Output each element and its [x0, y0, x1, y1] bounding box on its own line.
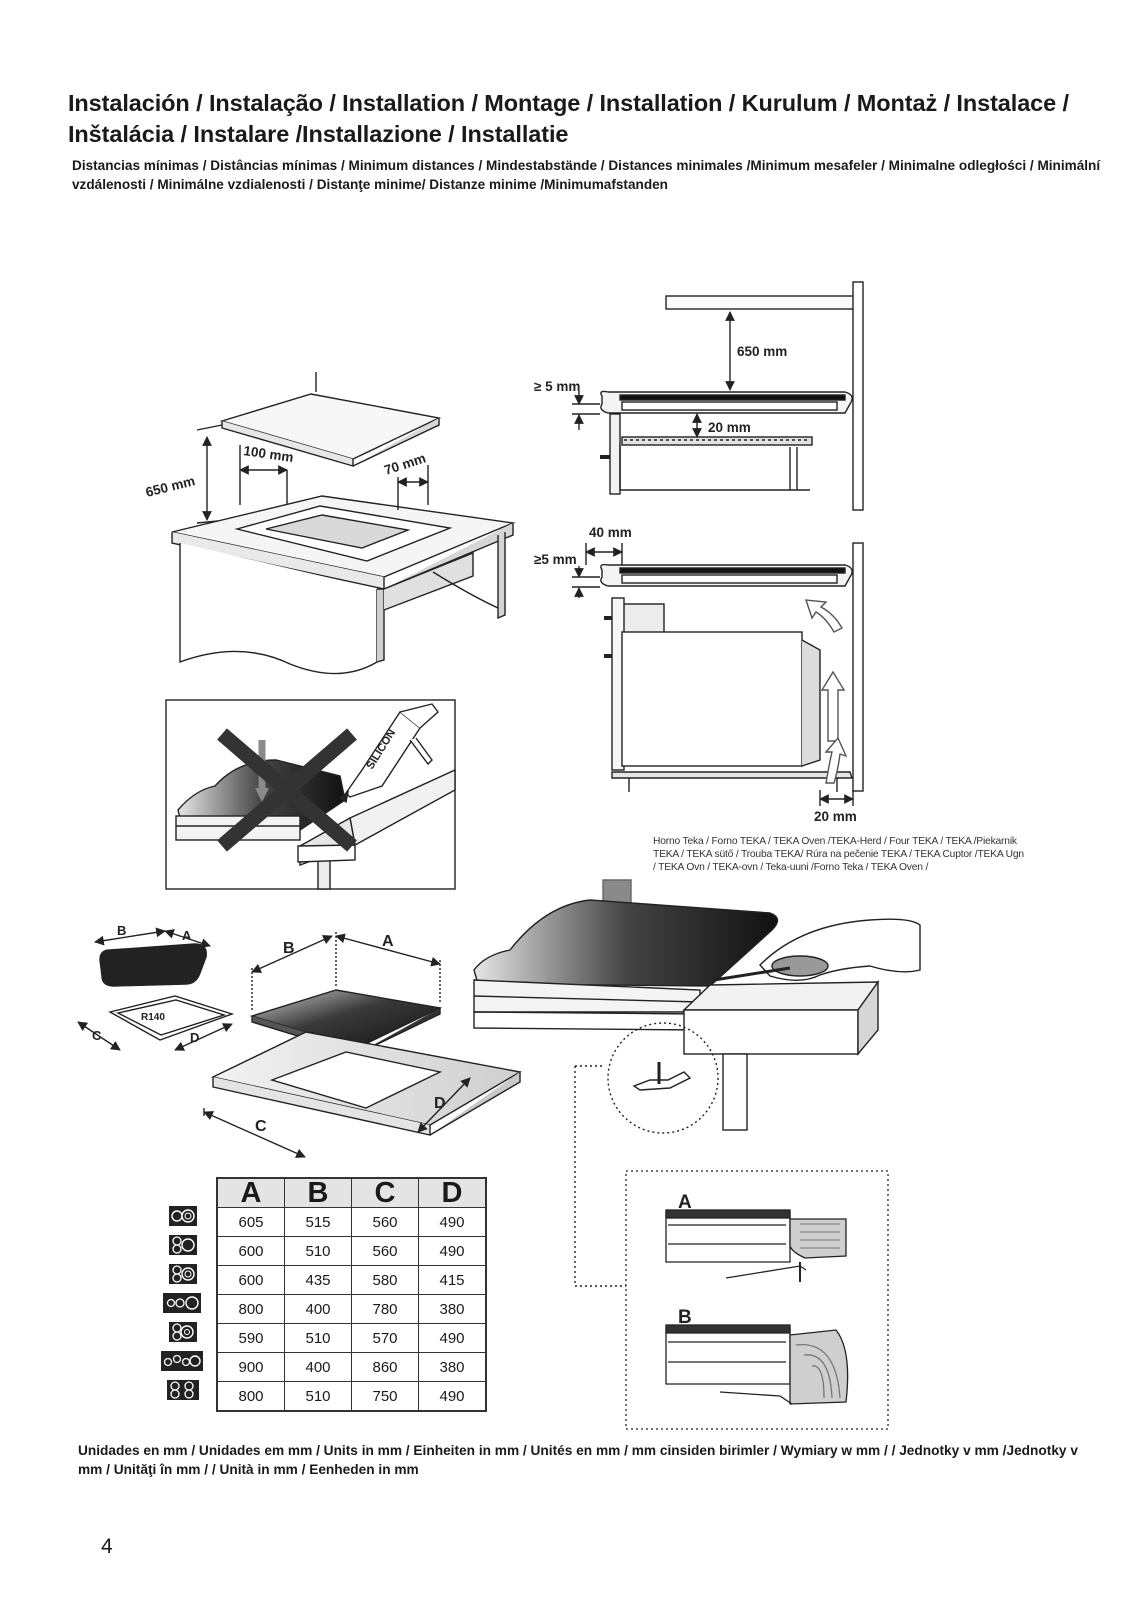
two-zone-hob-icon-alt — [169, 1235, 197, 1255]
cell-b: 510 — [284, 1381, 352, 1412]
header-a: A — [216, 1177, 285, 1208]
page-subtitle: Distancias mínimas / Distâncias mínimas … — [72, 158, 1101, 192]
small-dim-a: A — [182, 928, 192, 943]
cutout-70-label: 70 mm — [382, 450, 427, 477]
header-d: D — [418, 1177, 487, 1208]
cell-a: 800 — [216, 1381, 285, 1412]
hood-650-label: 650 mm — [737, 344, 787, 359]
cell-d: 490 — [418, 1381, 487, 1412]
three-zone-wide-hob-icon — [163, 1293, 201, 1313]
small-dim-c: C — [92, 1028, 102, 1043]
page-title: Instalación / Instalação / Installation … — [68, 90, 1069, 147]
gap-40-label: 40 mm — [589, 525, 632, 540]
cell-b: 435 — [284, 1265, 352, 1295]
dim-b-label: B — [283, 940, 295, 957]
dim-c-label: C — [255, 1118, 267, 1135]
cell-d: 380 — [418, 1294, 487, 1324]
header-b: B — [284, 1177, 352, 1208]
two-zone-hob-icon — [169, 1206, 197, 1226]
oven-ventilation-diagram — [572, 542, 864, 806]
detail-a-label: A — [678, 1192, 692, 1213]
four-zone-hob-icon — [167, 1380, 199, 1400]
fixing-detail-box — [625, 1170, 889, 1430]
table-header-row: A B C D — [216, 1177, 487, 1208]
cell-b: 510 — [284, 1236, 352, 1266]
three-zone-hob-icon — [169, 1264, 197, 1284]
gap-5-top-label: ≥ 5 mm — [534, 379, 580, 394]
cell-c: 860 — [351, 1352, 419, 1382]
units-note: Unidades en mm / Unidades em mm / Units … — [78, 1443, 1078, 1477]
cell-c: 570 — [351, 1323, 419, 1353]
cutout-100-label: 100 mm — [243, 443, 295, 465]
small-dim-b: B — [117, 923, 126, 938]
cell-c: 580 — [351, 1265, 419, 1295]
table-row: 590 510 570 490 — [216, 1323, 487, 1353]
table-row: 900 400 860 380 — [216, 1352, 487, 1382]
dim-a-label: A — [382, 933, 394, 950]
detail-b-label: B — [678, 1307, 692, 1328]
dimension-table: A B C D 605 515 560 490 600 510 560 490 … — [216, 1177, 487, 1412]
small-dim-d: D — [190, 1030, 199, 1045]
cell-a: 605 — [216, 1207, 285, 1237]
cell-b: 515 — [284, 1207, 352, 1237]
hood-clearance-diagram — [572, 281, 864, 511]
hob-cutout-diagram — [77, 927, 522, 1158]
table-row: 600 510 560 490 — [216, 1236, 487, 1266]
table-row: 605 515 560 490 — [216, 1207, 487, 1237]
no-silicone-diagram — [165, 699, 456, 890]
cell-c: 750 — [351, 1381, 419, 1412]
hob-fixing-diagram — [473, 879, 921, 1287]
cutout-distance-diagram — [171, 372, 516, 675]
cell-a: 600 — [216, 1265, 285, 1295]
radius-label: R140 — [141, 1012, 165, 1023]
four-zone-wide-hob-icon — [161, 1351, 203, 1371]
cell-b: 400 — [284, 1352, 352, 1382]
cell-d: 490 — [418, 1207, 487, 1237]
gap-5-bottom-label: ≥5 mm — [534, 552, 577, 567]
cell-a: 590 — [216, 1323, 285, 1353]
table-row: 800 400 780 380 — [216, 1294, 487, 1324]
cell-c: 780 — [351, 1294, 419, 1324]
three-zone-compact-hob-icon — [169, 1322, 197, 1342]
gap-20-bottom-label: 20 mm — [814, 809, 857, 824]
cell-d: 490 — [418, 1323, 487, 1353]
cell-a: 900 — [216, 1352, 285, 1382]
dim-d-label: D — [434, 1095, 446, 1112]
cell-a: 600 — [216, 1236, 285, 1266]
table-row: 800 510 750 490 — [216, 1381, 487, 1412]
cell-c: 560 — [351, 1207, 419, 1237]
gap-20-top-label: 20 mm — [708, 420, 751, 435]
cell-d: 490 — [418, 1236, 487, 1266]
header-c: C — [351, 1177, 419, 1208]
cell-c: 560 — [351, 1236, 419, 1266]
cell-a: 800 — [216, 1294, 285, 1324]
oven-caption: Horno Teka / Forno TEKA / TEKA Oven /TEK… — [653, 836, 1024, 874]
cutout-650-label: 650 mm — [144, 473, 196, 500]
page-number: 4 — [101, 1535, 113, 1558]
table-row: 600 435 580 415 — [216, 1265, 487, 1295]
cell-b: 510 — [284, 1323, 352, 1353]
cell-b: 400 — [284, 1294, 352, 1324]
airflow-arrows — [804, 599, 848, 784]
cell-d: 415 — [418, 1265, 487, 1295]
cell-d: 380 — [418, 1352, 487, 1382]
